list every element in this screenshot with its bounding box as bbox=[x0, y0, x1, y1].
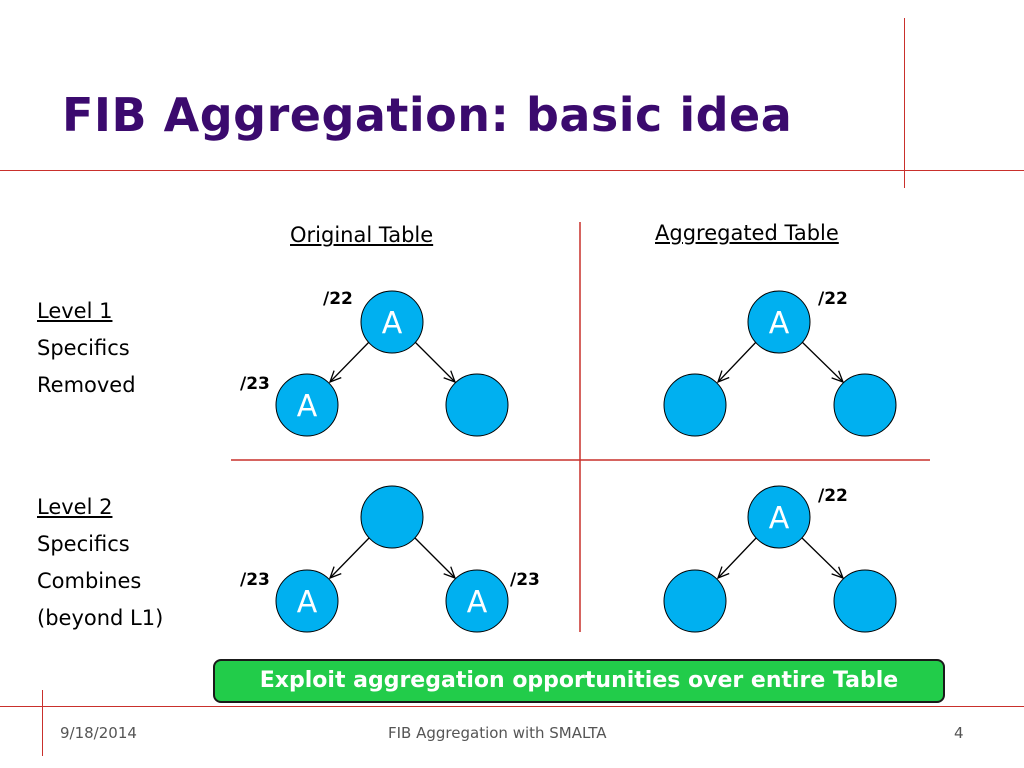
column-header-original: Original Table bbox=[290, 223, 434, 247]
node-label: A bbox=[297, 585, 318, 620]
mask-label: /22 bbox=[818, 486, 848, 506]
mask-label: /23 bbox=[240, 374, 270, 394]
tree-node bbox=[360, 290, 424, 354]
footer-date: 9/18/2014 bbox=[60, 724, 137, 742]
mask-label: /23 bbox=[240, 570, 270, 590]
node-label: A bbox=[769, 306, 790, 341]
level-2-title: Level 2 bbox=[37, 495, 113, 519]
tree-original-level-1: A A bbox=[275, 290, 509, 437]
tree-node bbox=[747, 290, 811, 354]
footer-rule bbox=[0, 706, 1024, 707]
node-label: A bbox=[382, 306, 403, 341]
level-1-line: Removed bbox=[37, 373, 136, 397]
tree-edge bbox=[799, 339, 845, 384]
tree-edge bbox=[716, 339, 759, 384]
level-1-line: Specifics bbox=[37, 336, 130, 360]
row-label-level-2: Level 2 Specifics Combines (beyond L1) bbox=[37, 489, 163, 637]
tree-node bbox=[833, 373, 897, 437]
mask-label: /23 bbox=[510, 570, 540, 590]
row-label-level-1: Level 1 Specifics Removed bbox=[37, 293, 136, 404]
level-2-line: Specifics bbox=[37, 532, 130, 556]
slide-number: 4 bbox=[954, 724, 964, 742]
tree-edge bbox=[328, 535, 372, 580]
footer-title: FIB Aggregation with SMALTA bbox=[388, 724, 607, 742]
tree-node bbox=[275, 569, 339, 633]
mask-label: /22 bbox=[323, 289, 353, 309]
tree-edge bbox=[716, 535, 759, 580]
page-title: FIB Aggregation: basic idea bbox=[62, 88, 793, 142]
tree-edge bbox=[412, 339, 457, 384]
tree-node bbox=[663, 569, 727, 633]
column-header-aggregated: Aggregated Table bbox=[655, 221, 839, 245]
level-2-line: (beyond L1) bbox=[37, 606, 164, 630]
node-label: A bbox=[769, 501, 790, 536]
tree-node bbox=[747, 485, 811, 549]
title-rule bbox=[0, 170, 1024, 171]
tree-aggregated-level-2: A bbox=[663, 485, 897, 633]
callout-box: Exploit aggregation opportunities over e… bbox=[213, 659, 945, 703]
tree-aggregated-level-1: A bbox=[663, 290, 897, 437]
tree-node bbox=[275, 373, 339, 437]
title-vertical-rule bbox=[904, 18, 905, 188]
footer-vertical-rule bbox=[42, 690, 43, 756]
tree-node bbox=[360, 485, 424, 549]
tree-edge bbox=[328, 339, 372, 384]
level-2-line: Combines bbox=[37, 569, 142, 593]
tree-node bbox=[445, 373, 509, 437]
tree-edge bbox=[799, 535, 845, 580]
tree-node bbox=[663, 373, 727, 437]
tree-node bbox=[445, 569, 509, 633]
tree-edge bbox=[412, 535, 457, 580]
tree-node bbox=[833, 569, 897, 633]
tree-original-level-2: A A bbox=[275, 485, 509, 633]
mask-label: /22 bbox=[818, 289, 848, 309]
node-label: A bbox=[297, 389, 318, 424]
level-1-title: Level 1 bbox=[37, 299, 113, 323]
node-label: A bbox=[467, 585, 488, 620]
